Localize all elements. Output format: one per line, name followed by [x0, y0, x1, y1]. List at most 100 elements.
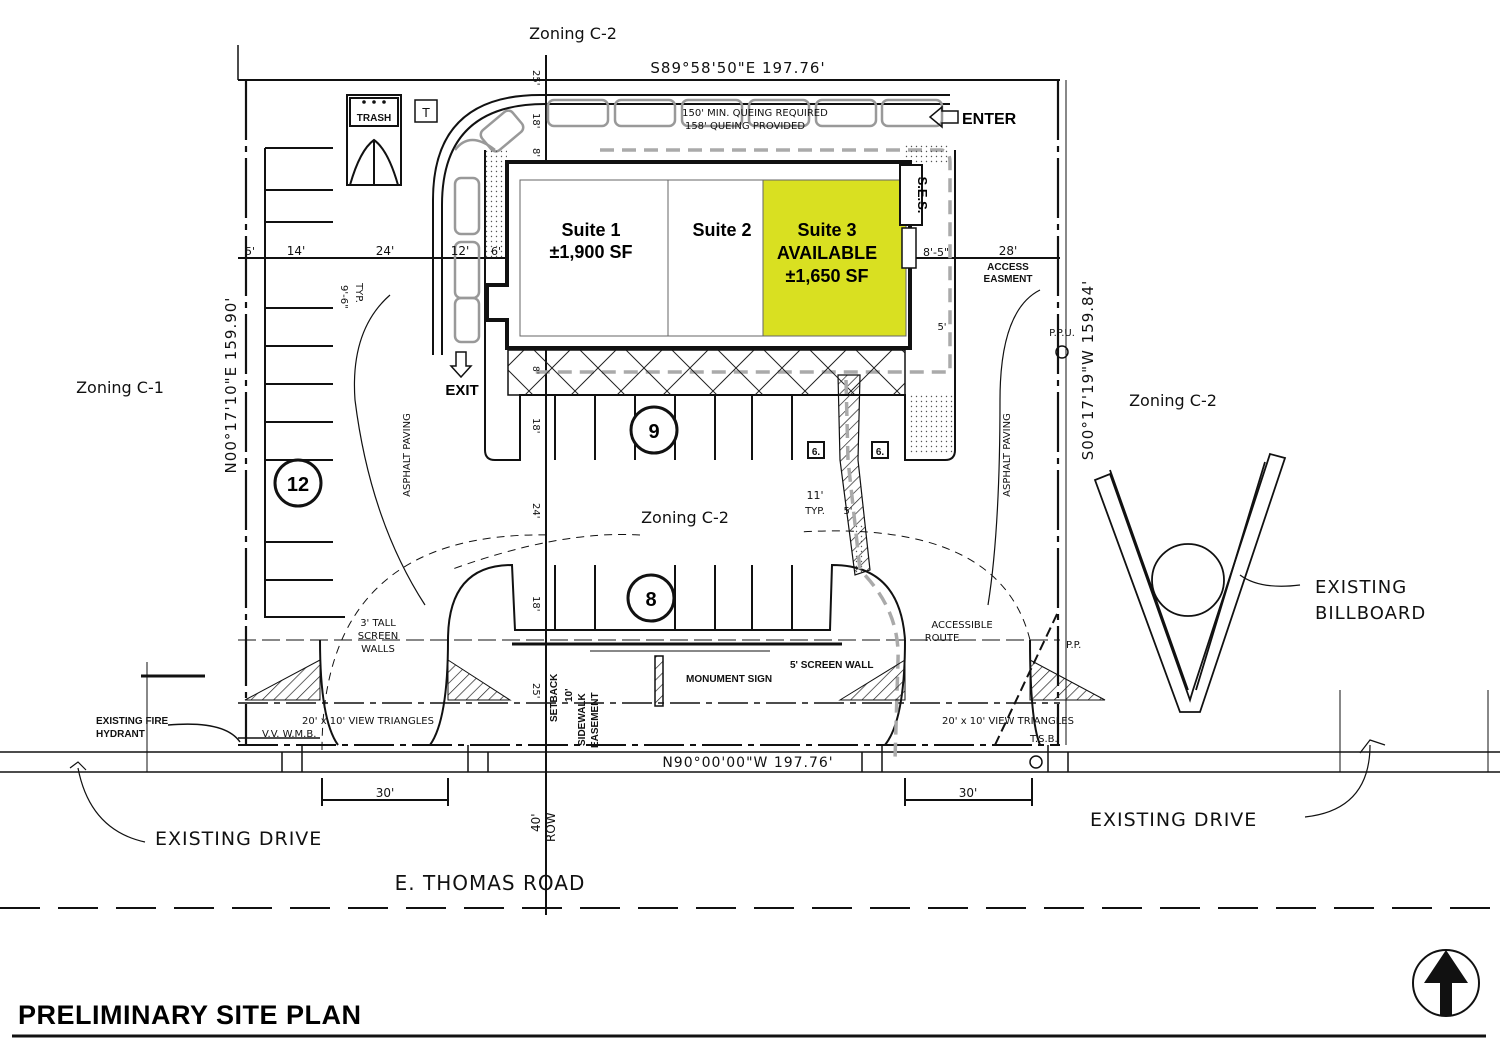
bearing-west: N00°17'10"E 159.90': [222, 297, 240, 474]
view-triangles-west: 20' x 10' VIEW TRIANGLES: [302, 716, 434, 727]
road-name: E. THOMAS ROAD: [395, 871, 586, 895]
plan-title: PRELIMINARY SITE PLAN: [18, 1000, 362, 1030]
exit-arrow-icon: [449, 351, 473, 379]
asphalt-paving-west: ASPHALT PAVING: [402, 413, 413, 497]
enter-label: ENTER: [962, 111, 1017, 128]
dim-18: 18': [530, 113, 541, 128]
dim-25: 25': [530, 70, 541, 85]
typ-label-1: TYP.: [353, 282, 364, 303]
row-1: 40': [529, 813, 543, 832]
access-easement-2: EASMENT: [984, 274, 1033, 285]
queue-required: 150' MIN. QUEING REQUIRED: [682, 108, 828, 119]
exit-label: EXIT: [445, 382, 478, 399]
west-parking-stalls: [265, 147, 333, 581]
suite-1: [519, 179, 669, 337]
screen-walls-1: 3' TALL: [360, 618, 396, 629]
trash-label: TRASH: [357, 113, 391, 124]
dim-28: 28': [999, 244, 1018, 258]
ses-label: S.E.S.: [915, 177, 930, 214]
dim-9-6: 9'-6": [338, 285, 349, 309]
billboard-2: BILLBOARD: [1315, 603, 1426, 624]
dim-18b: 18': [530, 418, 541, 433]
screen-walls-3: WALLS: [361, 644, 395, 655]
dim-24: 24': [376, 244, 395, 258]
typ-label-2: TYP.: [804, 506, 825, 517]
suite-2-name: Suite 2: [692, 220, 751, 240]
count-circles: [273, 405, 679, 623]
dim-8: 8': [530, 148, 541, 157]
queue-cars: [453, 98, 944, 344]
zoning-center: Zoning C-2: [641, 508, 729, 527]
dim-12: 12': [451, 244, 470, 258]
zoning-north: Zoning C-2: [529, 24, 617, 43]
billboard-1: EXISTING: [1315, 577, 1407, 598]
suite-2: [667, 179, 764, 337]
sidewalk-2: SIDEWALK: [577, 692, 588, 746]
accessible-count-1: 6.: [812, 447, 821, 458]
driveway-openings: [238, 345, 1069, 772]
building: [485, 160, 923, 350]
existing-drive-east: EXISTING DRIVE: [1090, 809, 1257, 831]
dim-11: 11': [806, 489, 823, 502]
dim-14: 14': [287, 244, 306, 258]
bearing-south: N90°00'00"W 197.76': [662, 755, 833, 771]
fire-hydrant-1: EXISTING FIRE: [96, 716, 169, 727]
accessible-route-1: ACCESSIBLE: [931, 620, 992, 631]
sidewalk-1: 10': [564, 688, 575, 702]
transformer-box: [414, 99, 438, 123]
trash-enclosure: [346, 94, 438, 186]
dim-8-5: 8'-5": [923, 246, 949, 259]
transformer-label: T: [421, 106, 430, 120]
setback-label: SETBACK: [549, 673, 560, 722]
hydrant-leader: [167, 723, 241, 743]
suite-1-name: Suite 1: [561, 220, 620, 240]
asphalt-paving-east: ASPHALT PAVING: [1002, 413, 1013, 497]
accessible-count-2: 6.: [876, 447, 885, 458]
zoning-east: Zoning C-2: [1129, 391, 1217, 410]
suite-3-area: ±1,650 SF: [786, 266, 869, 286]
turning-radii: [321, 530, 1031, 751]
curbs: [264, 94, 1041, 746]
dim-5b: 5': [843, 506, 852, 517]
existing-billboard: [1093, 452, 1287, 713]
suite-3-available: [762, 179, 907, 337]
suite-3-status: AVAILABLE: [777, 243, 877, 263]
bearing-north: S89°58'50"E 197.76': [650, 59, 825, 77]
view-triangles-east: 20' x 10' VIEW TRIANGLES: [942, 716, 1074, 727]
bearing-east: S00°17'19"W 159.84': [1079, 280, 1097, 461]
tsb-label: T.S.B.: [1029, 734, 1058, 745]
ses-box: [899, 164, 923, 226]
enter-arrow-icon: [928, 105, 959, 129]
parking-count-south: 8: [645, 589, 656, 611]
dim-30-left: 30': [376, 786, 395, 800]
street-lines: [0, 662, 1500, 909]
parking-count-west: 12: [287, 474, 309, 496]
dim-5: 5': [245, 245, 255, 258]
landscape-areas: [485, 145, 953, 575]
sidewalk-3: EASEMENT: [590, 692, 601, 748]
dim-5c: 5': [937, 322, 946, 333]
dim-6: 6': [491, 245, 501, 258]
monument-sign-label: MONUMENT SIGN: [686, 674, 772, 685]
ppu-label: P.P.U.: [1049, 328, 1075, 339]
fire-hydrant-2: HYDRANT: [96, 729, 145, 740]
dimension-30: [321, 778, 1033, 806]
screen-wall-5: 5' SCREEN WALL: [790, 660, 874, 671]
vv-wmb-label: V.V. W.M.B.: [262, 729, 316, 740]
dim-24b: 24': [530, 503, 541, 518]
south-bay-stalls: [554, 565, 793, 630]
queue-provided: 158' QUEING PROVIDED: [685, 121, 805, 132]
dim-30-right: 30': [959, 786, 978, 800]
screen-walls-2: SCREEN: [358, 631, 398, 642]
leader-arrows: [69, 289, 1386, 843]
dim-25b: 25': [530, 683, 541, 698]
parking-count-north: 9: [648, 421, 659, 443]
suite-1-area: ±1,900 SF: [550, 242, 633, 262]
suite-3-name: Suite 3: [797, 220, 856, 240]
screen-walls: [512, 611, 1059, 746]
view-triangles: [244, 659, 1106, 701]
zoning-west: Zoning C-1: [76, 378, 164, 397]
north-arrow-icon: [1412, 949, 1480, 1017]
row-2: ROW: [544, 812, 558, 842]
